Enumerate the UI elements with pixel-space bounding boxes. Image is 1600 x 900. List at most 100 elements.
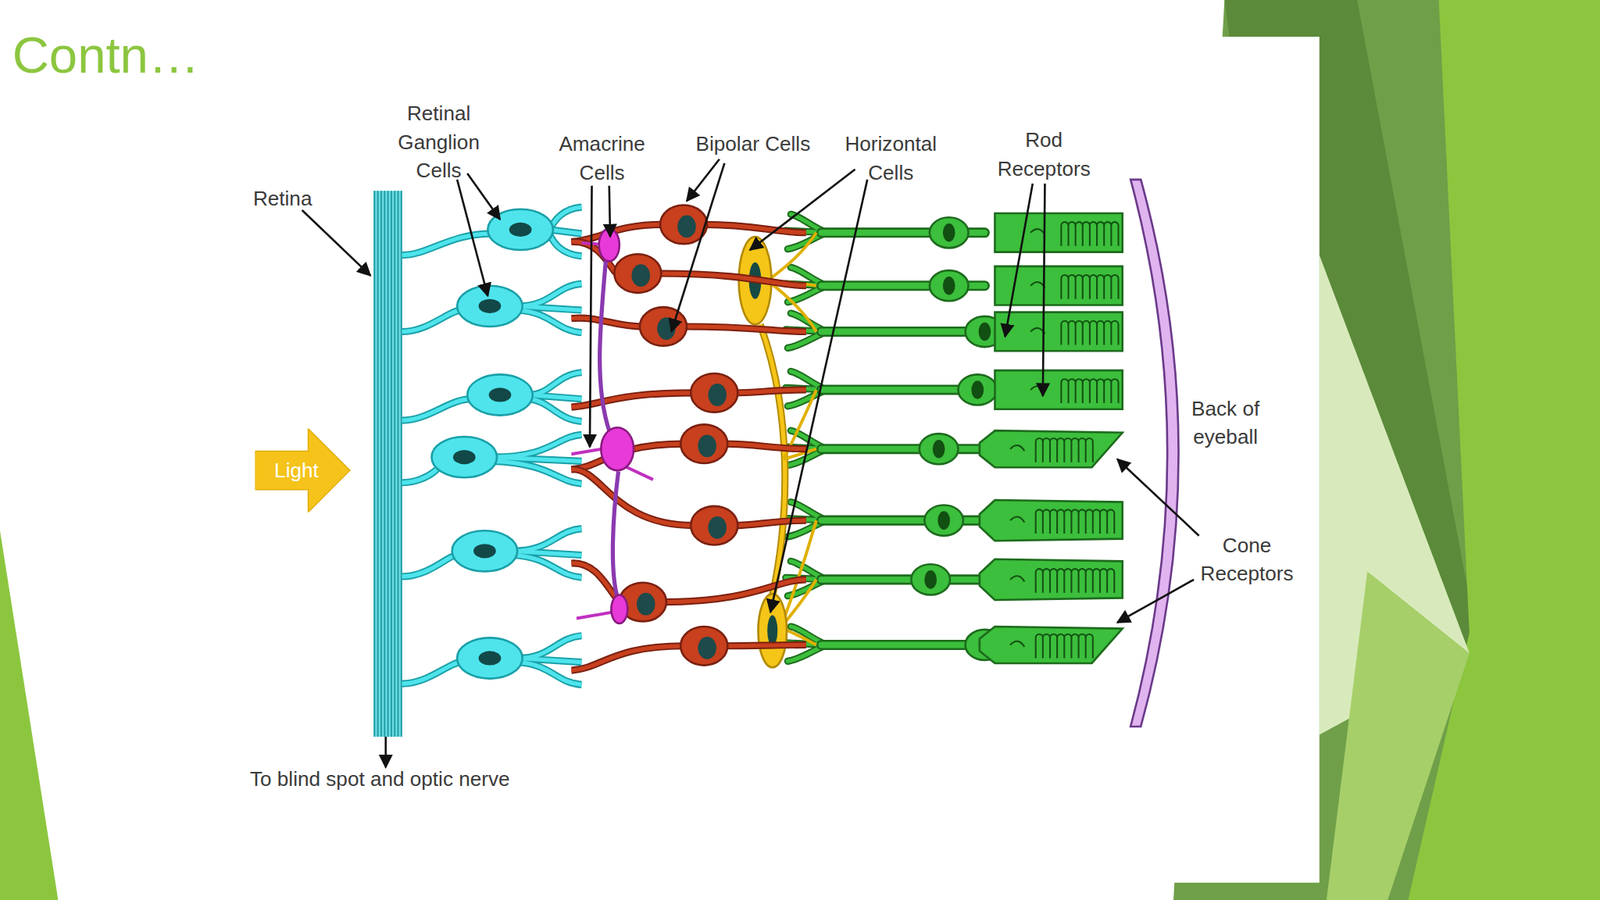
- receptor-cell-body: [929, 217, 969, 248]
- bipolar-nucleus: [677, 215, 697, 239]
- receptor-nucleus: [942, 276, 956, 296]
- bipolar-nucleus: [707, 516, 727, 540]
- optic-fiber: [397, 190, 400, 737]
- eyeball-wall: [1130, 179, 1179, 727]
- green-band: [1326, 571, 1470, 900]
- optic-fiber-bundle: [373, 190, 403, 737]
- receptor-cell-body: [919, 433, 959, 465]
- ganglion-cell: [457, 285, 523, 327]
- ganglion-process: [402, 372, 583, 422]
- part-label: Back of eyeball: [1183, 393, 1268, 451]
- ganglion-process: [402, 528, 583, 579]
- node-text-box: Light: [260, 428, 332, 513]
- ganglion-nucleus: [478, 650, 502, 665]
- membrane-disks: [1010, 568, 1115, 593]
- ganglion-cell: [452, 530, 518, 572]
- image-panel: [0, 36, 1320, 883]
- bipolar-cell: [680, 424, 728, 464]
- receptor-fiber: [821, 326, 985, 337]
- receptor-fiber: [821, 574, 985, 585]
- cone-outer-segment: [979, 430, 1123, 468]
- receptor-nucleus: [971, 380, 984, 400]
- part-label: Retinal Ganglion Cells: [389, 99, 488, 186]
- receptor-fiber: [821, 642, 985, 649]
- bipolar-process: [571, 317, 806, 332]
- part-label: Bipolar Cells: [681, 129, 825, 159]
- leader-line: [1042, 183, 1046, 397]
- cone-outer-segment: [979, 626, 1123, 664]
- receptor-nucleus: [924, 570, 937, 590]
- leader-line: [1117, 459, 1199, 536]
- ganglion-cell: [467, 374, 533, 415]
- node-label: Light: [274, 458, 319, 483]
- bipolar-cell: [639, 307, 687, 347]
- optic-fiber: [390, 190, 393, 737]
- ganglion-cell: [457, 637, 523, 679]
- amacrine-cell: [600, 427, 634, 471]
- horizontal-branch: [780, 520, 817, 628]
- ganglion-process: [402, 434, 583, 484]
- optic-fiber: [393, 190, 396, 737]
- light-arrow: Light: [255, 428, 353, 513]
- receptor-fiber: [821, 446, 985, 453]
- bipolar-cell: [680, 626, 728, 666]
- optic-fiber: [383, 190, 386, 737]
- part-label: To blind spot and optic nerve: [250, 764, 577, 793]
- leader-line: [384, 736, 387, 768]
- receptor-nucleus: [978, 322, 992, 342]
- bipolar-process: [571, 389, 806, 408]
- bipolar-process: [571, 563, 806, 603]
- amacrine-branch: [571, 242, 653, 619]
- ganglion-process: [402, 283, 583, 333]
- bipolar-process: [571, 389, 806, 408]
- leader-line: [302, 210, 372, 276]
- bipolar-nucleus: [697, 434, 717, 458]
- optic-fiber: [387, 190, 390, 737]
- cone-outer-segment: [979, 500, 1123, 541]
- leader-line: [609, 185, 611, 237]
- rod-outer-segment: [994, 370, 1122, 410]
- receptor-fiber: [821, 576, 985, 583]
- bipolar-cell: [690, 506, 738, 546]
- bipolar-nucleus: [636, 592, 656, 616]
- leader-line: [457, 179, 488, 297]
- amacrine-cell: [610, 594, 628, 624]
- ganglion-process: [402, 372, 583, 422]
- receptor-cell-body: [910, 564, 950, 595]
- leader-line: [750, 169, 856, 250]
- ganglion-nucleus: [489, 387, 512, 402]
- optic-fiber: [380, 190, 383, 737]
- receptor-cell-body: [929, 270, 969, 301]
- rod-outer-segment: [994, 312, 1122, 352]
- ganglion-cell: [431, 436, 497, 478]
- ganglion-process: [402, 434, 583, 484]
- ganglion-process: [402, 207, 583, 257]
- leader-line: [467, 173, 500, 220]
- ganglion-nucleus: [478, 299, 502, 314]
- leader-line: [1117, 579, 1194, 623]
- horizontal-process: [760, 324, 786, 596]
- bipolar-nucleus: [707, 383, 727, 407]
- ganglion-nucleus: [473, 543, 497, 558]
- receptor-nucleus: [937, 510, 950, 530]
- leader-line: [671, 163, 725, 333]
- receptor-fiber: [821, 639, 985, 650]
- bipolar-process: [571, 469, 806, 526]
- ganglion-nucleus: [453, 450, 476, 465]
- leader-line: [589, 185, 593, 447]
- horizontal-process: [760, 324, 786, 596]
- part-label: Cone Receptors: [1196, 530, 1299, 588]
- ganglion-process: [402, 528, 583, 579]
- receptor-nucleus: [932, 439, 946, 459]
- rod-outer-segment: [994, 213, 1122, 253]
- membrane-disks: [1010, 438, 1093, 463]
- part-label: Retina: [253, 183, 335, 213]
- horizontal-nucleus: [767, 615, 778, 647]
- bipolar-nucleus: [697, 636, 717, 660]
- bipolar-cell: [614, 253, 661, 293]
- arrow-fill: [255, 428, 350, 513]
- bipolar-process: [571, 563, 806, 603]
- membrane-disks: [1010, 509, 1115, 534]
